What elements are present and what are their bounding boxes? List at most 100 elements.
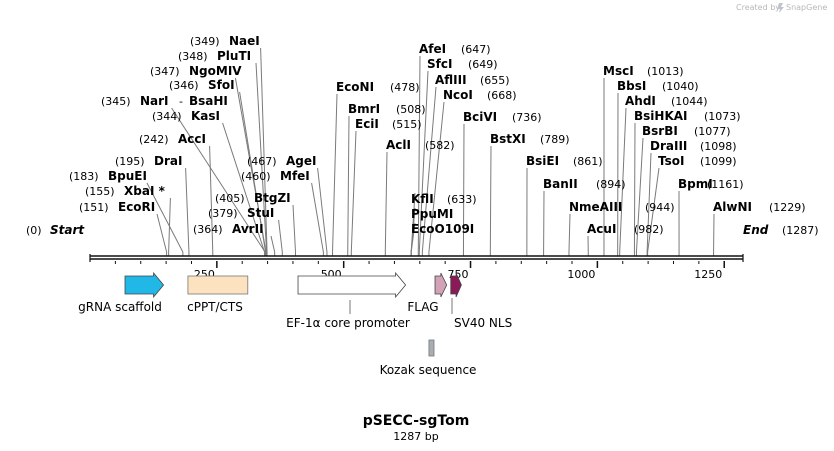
- site-name: NmeAIII: [569, 200, 622, 214]
- site-bsiei[interactable]: BsiEI (861): [526, 154, 603, 168]
- leader-line: [462, 123, 465, 256]
- site-kfli[interactable]: KflI (633): [411, 192, 477, 206]
- site-name: NcoI: [443, 88, 473, 102]
- site-kasi[interactable]: KasI(344): [152, 109, 220, 123]
- leader-line: [146, 182, 184, 256]
- site-name: KflI: [411, 192, 434, 206]
- site-name: BsiEI: [526, 154, 559, 168]
- site-name: AvrII: [232, 222, 264, 236]
- site-btgzi[interactable]: BtgZI(405): [215, 191, 291, 205]
- site-ppumi[interactable]: PpuMI: [411, 207, 453, 221]
- site-name: EciI: [355, 117, 379, 131]
- site-mfei[interactable]: MfeI(460): [241, 169, 310, 183]
- site-ncoi[interactable]: NcoI(668): [443, 88, 517, 102]
- site-ecori[interactable]: EcoRI (151): [79, 200, 155, 214]
- site-name: BmrI: [348, 102, 380, 116]
- site-agei[interactable]: AgeI(467): [247, 154, 316, 168]
- site-nmeaiii[interactable]: NmeAIII(944): [569, 200, 675, 214]
- site-ecii[interactable]: EciI(515): [355, 117, 422, 131]
- site-position: (151): [79, 201, 109, 214]
- feature-grna-scaffold[interactable]: gRNA scaffold: [78, 271, 165, 314]
- site-acci[interactable]: AccI(242): [139, 132, 206, 146]
- site-afei[interactable]: AfeI(647): [419, 42, 491, 56]
- site-alwni[interactable]: AlwNI(1229): [713, 200, 806, 214]
- site-name: AfeI: [419, 42, 446, 56]
- site-bsrbi[interactable]: BsrBI(1077): [642, 124, 731, 138]
- site-bmri[interactable]: BmrI(508): [348, 102, 426, 116]
- site-position: (655): [480, 74, 510, 87]
- site-name: EcoRI: [118, 200, 155, 214]
- site-bsihkai[interactable]: BsiHKAI(1073): [634, 109, 741, 123]
- feature-shape: [297, 271, 407, 299]
- site-position: (364): [193, 223, 223, 236]
- feature-shape: [434, 272, 448, 298]
- leader-line: [421, 86, 437, 256]
- site-name: BpuEI: [108, 169, 147, 183]
- leader-line: [317, 167, 328, 256]
- site-pluti[interactable]: PluTI(348): [178, 49, 251, 63]
- site-position: (982): [634, 223, 664, 236]
- site-position: (379): [208, 207, 238, 220]
- site-position: (347): [150, 65, 180, 78]
- leader-line: [222, 122, 266, 256]
- plasmid-title: pSECC-sgTom: [363, 413, 470, 429]
- site-bstxi[interactable]: BstXI(789): [490, 132, 570, 146]
- site-ecoo109i[interactable]: EcoO109I: [411, 222, 474, 236]
- site-bpmi[interactable]: BpmI(1161): [678, 177, 744, 191]
- site-naei[interactable]: NaeI(349): [190, 34, 260, 48]
- site-nari[interactable]: NarI(345): [101, 94, 169, 108]
- leader-line: [156, 213, 168, 256]
- feature-kozak-sequence[interactable]: Kozak sequence: [380, 339, 477, 377]
- site-msci[interactable]: MscI(1013): [603, 64, 684, 78]
- site-position: (155): [85, 185, 115, 198]
- site-name: BsaHI: [189, 94, 228, 108]
- site-ahdi[interactable]: AhdI(1044): [625, 94, 708, 108]
- site-position: (349): [190, 35, 220, 48]
- nari-bsahi-separator: -: [179, 95, 183, 108]
- site-bbsi[interactable]: BbsI(1040): [617, 79, 699, 93]
- site-position: (1161): [707, 178, 744, 191]
- site-position: (789): [540, 133, 570, 146]
- leader-line: [646, 152, 652, 256]
- site-stui[interactable]: StuI(379): [208, 206, 274, 220]
- leader-line: [234, 77, 267, 256]
- site-name: AgeI: [286, 154, 316, 168]
- site-name: XbaI *: [124, 184, 166, 198]
- site-econi[interactable]: EcoNI(478): [336, 80, 420, 94]
- leader-line: [332, 93, 338, 256]
- feature-flag[interactable]: FLAG: [407, 272, 448, 314]
- site-position: (861): [573, 155, 603, 168]
- site-tsoi[interactable]: TsoI(1099): [658, 154, 737, 168]
- site-avrii[interactable]: AvrII (364): [193, 222, 264, 236]
- site-name: BanII: [543, 177, 578, 191]
- site-name: DraI: [154, 154, 182, 168]
- feature-label: FLAG: [407, 300, 438, 314]
- site-xbai[interactable]: XbaI * (155): [85, 184, 166, 198]
- site-bsahi[interactable]: BsaHI: [189, 94, 228, 108]
- site-bcivi[interactable]: BciVI(736): [463, 110, 542, 124]
- site-name: AclI: [386, 138, 411, 152]
- site-acli[interactable]: AclI(582): [386, 138, 455, 152]
- site-afliii[interactable]: AflIII(655): [435, 73, 510, 87]
- feature-sv40-nls[interactable]: SV40 NLS: [450, 272, 512, 330]
- feature-ef-1-core-promoter[interactable]: EF-1α core promoter: [286, 271, 410, 330]
- site-ngomiv[interactable]: NgoMIV (347): [150, 64, 242, 78]
- site-position: (633): [447, 193, 477, 206]
- site-bpuei[interactable]: BpuEI(183): [69, 169, 147, 183]
- site-banii[interactable]: BanII(894): [543, 177, 626, 191]
- leader-line: [270, 235, 276, 256]
- site-name: EcoO109I: [411, 222, 474, 236]
- site-position: (460): [241, 170, 271, 183]
- feature-cppt-cts[interactable]: cPPT/CTS: [187, 275, 249, 314]
- site-name: NgoMIV: [189, 64, 242, 78]
- site-sfoi[interactable]: SfoI(346): [169, 78, 235, 92]
- end-position: (1287): [782, 224, 819, 237]
- site-name: PluTI: [217, 49, 251, 63]
- site-position: (1229): [769, 201, 806, 214]
- leader-line: [647, 167, 660, 256]
- site-draiii[interactable]: DraIII(1098): [650, 139, 737, 153]
- leader-line: [410, 222, 416, 256]
- site-sfci[interactable]: SfcI(649): [427, 57, 498, 71]
- site-drai[interactable]: DraI(195): [115, 154, 182, 168]
- site-acui[interactable]: AcuI(982): [587, 222, 664, 236]
